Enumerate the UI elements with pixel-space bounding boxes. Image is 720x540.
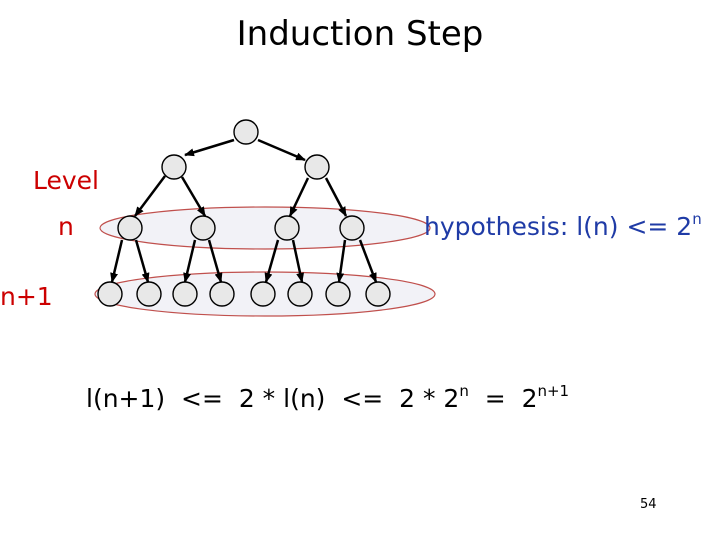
edge-n2-right xyxy=(207,239,223,283)
level-n-node xyxy=(117,215,143,241)
level-n1-node xyxy=(325,281,351,307)
edge-l1a-right xyxy=(180,176,207,217)
slide-title: Induction Step xyxy=(236,14,484,54)
level-n-label: n xyxy=(58,212,74,241)
formula-exponent-n: n xyxy=(459,382,469,400)
level-n-node xyxy=(339,215,365,241)
edge-l1b-left xyxy=(288,177,310,217)
hypothesis-main: hypothesis: l(n) <= 2 xyxy=(424,212,693,241)
level-n1-node xyxy=(250,281,276,307)
hypothesis-text: hypothesis: l(n) <= 2n xyxy=(424,210,702,242)
root-node xyxy=(233,119,259,145)
page-number: 54 xyxy=(640,497,657,512)
edge-root-left xyxy=(184,138,235,157)
edge-n4-right xyxy=(358,239,378,283)
level-n1-node xyxy=(287,281,313,307)
level-n-node xyxy=(274,215,300,241)
tree-edges xyxy=(110,138,378,283)
level-n-node xyxy=(190,215,216,241)
level-n1-node xyxy=(136,281,162,307)
edge-n1-right xyxy=(134,239,150,283)
level1-node xyxy=(304,154,330,180)
edge-n1-left xyxy=(110,239,124,283)
level1-node xyxy=(161,154,187,180)
edge-n3-right xyxy=(291,239,305,283)
level-n1-node xyxy=(365,281,391,307)
edge-n4-left xyxy=(336,239,347,283)
level-n1-node xyxy=(172,281,198,307)
edge-l1b-right xyxy=(324,177,348,217)
level-label: Level xyxy=(33,166,99,195)
induction-formula: l(n+1) <= 2 * l(n) <= 2 * 2n = 2n+1 xyxy=(86,382,570,414)
edge-root-right xyxy=(257,138,306,162)
hypothesis-exponent: n xyxy=(692,210,702,228)
edge-n2-left xyxy=(183,239,197,283)
edge-n3-left xyxy=(264,239,280,283)
level-n-ellipse xyxy=(99,206,431,250)
level-n-plus-1-label: n+1 xyxy=(0,282,53,311)
tree-nodes xyxy=(97,119,391,307)
edge-l1a-left xyxy=(134,175,166,217)
level-n1-node xyxy=(97,281,123,307)
formula-part2: = 2 xyxy=(468,384,538,413)
level-n1-node xyxy=(209,281,235,307)
formula-exponent-n-plus-1: n+1 xyxy=(537,382,570,400)
formula-part1: l(n+1) <= 2 * l(n) <= 2 * 2 xyxy=(86,384,460,413)
